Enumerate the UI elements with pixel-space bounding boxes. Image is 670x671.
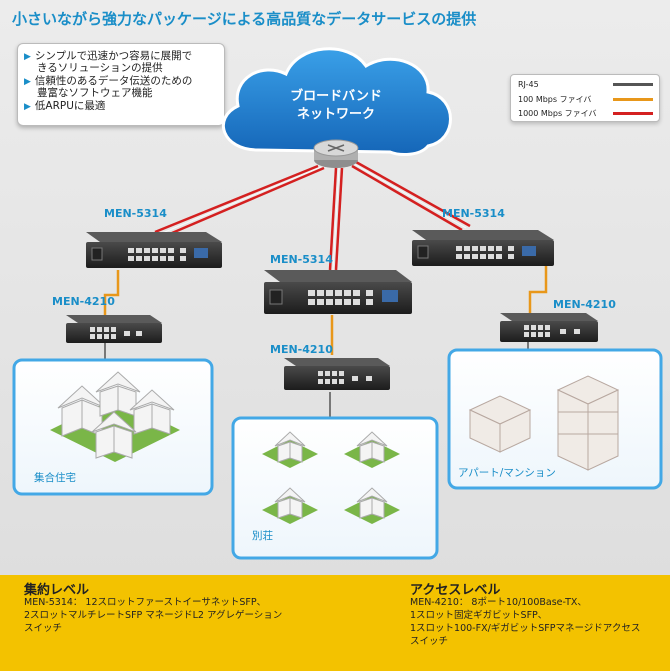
apartment-buildings-icon bbox=[468, 375, 620, 471]
arrow-icon: ▶ bbox=[24, 77, 31, 87]
legend-swatch bbox=[613, 83, 653, 86]
device-label-men4210-center: MEN-4210 bbox=[270, 343, 333, 356]
aggregation-line: MEN-5314： 12スロットファーストイーサネットSFP、 bbox=[24, 597, 267, 608]
area-label-housing: 集合住宅 bbox=[34, 472, 76, 484]
men5314-switch-center bbox=[264, 270, 412, 314]
device-label-men4210-right: MEN-4210 bbox=[553, 298, 616, 311]
villa-houses-icon bbox=[262, 431, 400, 524]
broadband-cloud bbox=[221, 47, 452, 156]
access-line: 1スロット100-FX/ギガビットSFPマネージドアクセス bbox=[410, 623, 641, 634]
footer-panel: 集約レベル MEN-5314： 12スロットファーストイーサネットSFP、 2ス… bbox=[0, 575, 670, 671]
cloud-label: ブロードバンド ネットワーク bbox=[290, 89, 382, 122]
device-label-men4210-left: MEN-4210 bbox=[52, 295, 115, 308]
area-label-villa: 別荘 bbox=[252, 530, 273, 542]
men5314-switch-left bbox=[86, 232, 222, 268]
router-icon bbox=[313, 139, 359, 168]
access-title: アクセスレベル bbox=[410, 583, 501, 598]
network-diagram bbox=[12, 47, 663, 560]
area-label-apartment: アパート/マンション bbox=[458, 467, 556, 479]
men5314-switch-right bbox=[412, 230, 554, 266]
feature-item: ▶低ARPUに最適 bbox=[24, 100, 106, 112]
legend-item: RJ-45 bbox=[518, 80, 653, 89]
fiber-100-links bbox=[103, 262, 548, 355]
access-line: MEN-4210： 8ポート10/100Base-TX、 bbox=[410, 597, 587, 608]
aggregation-title: 集約レベル bbox=[24, 583, 90, 598]
feature-item: ▶シンプルで迅速かつ容易に展開で bbox=[24, 50, 193, 62]
access-line: 1スロット固定ギガビットSFP、 bbox=[410, 610, 548, 621]
device-label-men5314-left: MEN-5314 bbox=[104, 207, 167, 220]
feature-item: きるソリューションの提供 bbox=[37, 62, 163, 74]
page-title: 小さいながら強力なパッケージによる高品質なデータサービスの提供 bbox=[12, 10, 477, 28]
men4210-switch-right bbox=[500, 313, 598, 342]
men4210-switch-left bbox=[66, 315, 162, 343]
aggregation-line: スイッチ bbox=[24, 623, 63, 634]
legend-item: 1000 Mbps ファイバ bbox=[518, 108, 653, 119]
device-label-men5314-right: MEN-5314 bbox=[442, 207, 505, 220]
access-line: スイッチ bbox=[410, 636, 449, 647]
legend-swatch bbox=[613, 112, 653, 115]
aggregation-line: 2スロットマルチレートSFP マネージドL2 アグレゲーション bbox=[24, 610, 283, 621]
legend-item: 100 Mbps ファイバ bbox=[518, 94, 653, 105]
men4210-switch-center bbox=[284, 358, 390, 390]
arrow-icon: ▶ bbox=[24, 52, 31, 62]
feature-item: 豊富なソフトウェア機能 bbox=[37, 87, 153, 99]
feature-list-box: ▶シンプルで迅速かつ容易に展開で きるソリューションの提供 ▶信頼性のあるデータ… bbox=[17, 43, 225, 126]
fiber-1000-links bbox=[154, 160, 471, 271]
legend-swatch bbox=[613, 98, 653, 101]
device-label-men5314-center: MEN-5314 bbox=[270, 253, 333, 266]
arrow-icon: ▶ bbox=[24, 102, 31, 112]
legend: RJ-45 100 Mbps ファイバ 1000 Mbps ファイバ bbox=[510, 74, 660, 122]
housing-complex-icon bbox=[50, 371, 180, 462]
feature-item: ▶信頼性のあるデータ伝送のための bbox=[24, 75, 193, 87]
